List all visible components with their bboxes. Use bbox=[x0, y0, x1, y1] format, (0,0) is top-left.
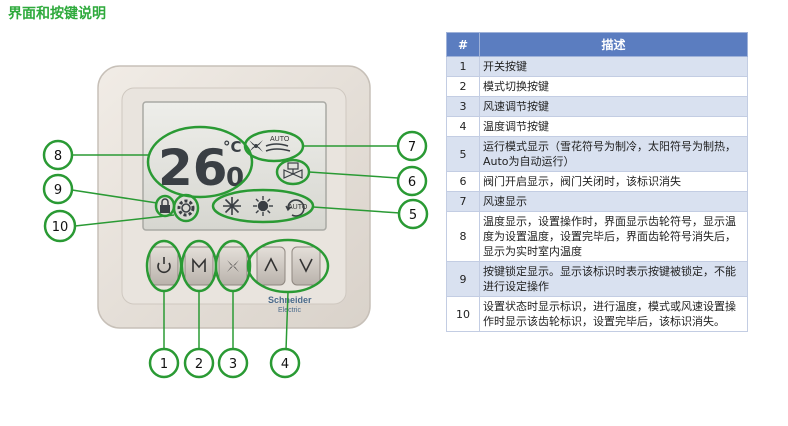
brand-subtitle: Electric bbox=[278, 307, 301, 314]
callout-3-label: 3 bbox=[229, 357, 237, 372]
header-description: 描述 bbox=[479, 32, 748, 57]
row-description: 温度显示，设置操作时，界面显示齿轮符号，显示温度为设置温度，设置完毕后，界面齿轮… bbox=[479, 211, 748, 262]
callout-6-label: 6 bbox=[408, 175, 416, 190]
row-description: 模式切换按键 bbox=[479, 76, 748, 97]
row-description: 温度调节按键 bbox=[479, 116, 748, 137]
row-description: 设置状态时显示标识，进行温度，模式或风速设置操作时显示该齿轮标识，设置完毕后，该… bbox=[479, 296, 748, 332]
lock-icon bbox=[160, 198, 170, 213]
power-button[interactable] bbox=[149, 246, 179, 286]
callout-5-circle bbox=[397, 198, 429, 230]
row-number: 9 bbox=[446, 261, 480, 297]
row-description: 风速显示 bbox=[479, 191, 748, 212]
row-number: 10 bbox=[446, 296, 480, 332]
callout-4-label: 4 bbox=[281, 357, 289, 372]
callout-8-circle bbox=[42, 139, 74, 171]
row-number: 1 bbox=[446, 56, 480, 77]
row-description: 开关按键 bbox=[479, 56, 748, 77]
table-header-row: # 描述 bbox=[446, 32, 748, 57]
row-number: 2 bbox=[446, 76, 480, 97]
callout-4-circle bbox=[269, 347, 301, 379]
row-description: 运行模式显示（雪花符号为制冷，太阳符号为制热，Auto为自动运行） bbox=[479, 136, 748, 172]
row-number: 8 bbox=[446, 211, 480, 262]
temp-down-button[interactable] bbox=[291, 246, 321, 286]
page-title: 界面和按键说明 bbox=[8, 6, 106, 22]
callout-9-circle bbox=[42, 173, 74, 205]
row-number: 4 bbox=[446, 116, 480, 137]
fan-button[interactable] bbox=[218, 246, 248, 286]
callout-10-label: 10 bbox=[52, 220, 69, 235]
callout-1-circle bbox=[148, 347, 180, 379]
brand-name: Schneider bbox=[268, 295, 312, 305]
lcd-screen bbox=[142, 101, 327, 231]
fan-auto-label: AUTO bbox=[270, 136, 290, 143]
callout-7-label: 7 bbox=[408, 140, 416, 155]
valve-icon bbox=[283, 162, 303, 179]
mode-button[interactable] bbox=[184, 246, 214, 286]
row-description: 按键锁定显示。显示该标识时表示按键被锁定，不能进行设定操作 bbox=[479, 261, 748, 297]
callout-2-label: 2 bbox=[195, 357, 203, 372]
row-number: 5 bbox=[446, 136, 480, 172]
row-number: 7 bbox=[446, 191, 480, 212]
auto-mode-icon bbox=[285, 199, 305, 217]
row-description: 风速调节按键 bbox=[479, 96, 748, 117]
row-number: 6 bbox=[446, 171, 480, 192]
callout-1-label: 1 bbox=[160, 357, 168, 372]
row-description: 阀门开启显示，阀门关闭时，该标识消失 bbox=[479, 171, 748, 192]
temperature-big-digits: 26 bbox=[158, 139, 228, 197]
highlight-temperature bbox=[146, 125, 254, 199]
callout-8-label: 8 bbox=[54, 149, 62, 164]
sun-icon bbox=[253, 196, 273, 216]
fan-speed-icon bbox=[249, 140, 263, 152]
mode-auto-label: AUTO bbox=[288, 204, 308, 211]
highlight-gear bbox=[172, 193, 200, 223]
callout-6-circle bbox=[396, 165, 428, 197]
callout-3-circle bbox=[217, 347, 249, 379]
temp-up-button[interactable] bbox=[256, 246, 286, 286]
fan-speed-bars-icon bbox=[265, 143, 291, 152]
callout-7-circle bbox=[396, 130, 428, 162]
header-number: # bbox=[446, 32, 480, 57]
callout-9-label: 9 bbox=[54, 183, 62, 198]
snowflake-icon bbox=[223, 197, 241, 215]
highlight-mode bbox=[211, 188, 315, 224]
thermostat-diagram: 26 0 °C AUTO AUTO bbox=[42, 65, 429, 379]
callout-2-circle bbox=[183, 347, 215, 379]
temperature-unit: °C bbox=[223, 138, 242, 156]
row-number: 3 bbox=[446, 96, 480, 117]
gear-icon bbox=[177, 199, 195, 217]
callout-5-label: 5 bbox=[409, 208, 417, 223]
callout-10-circle bbox=[43, 209, 77, 243]
